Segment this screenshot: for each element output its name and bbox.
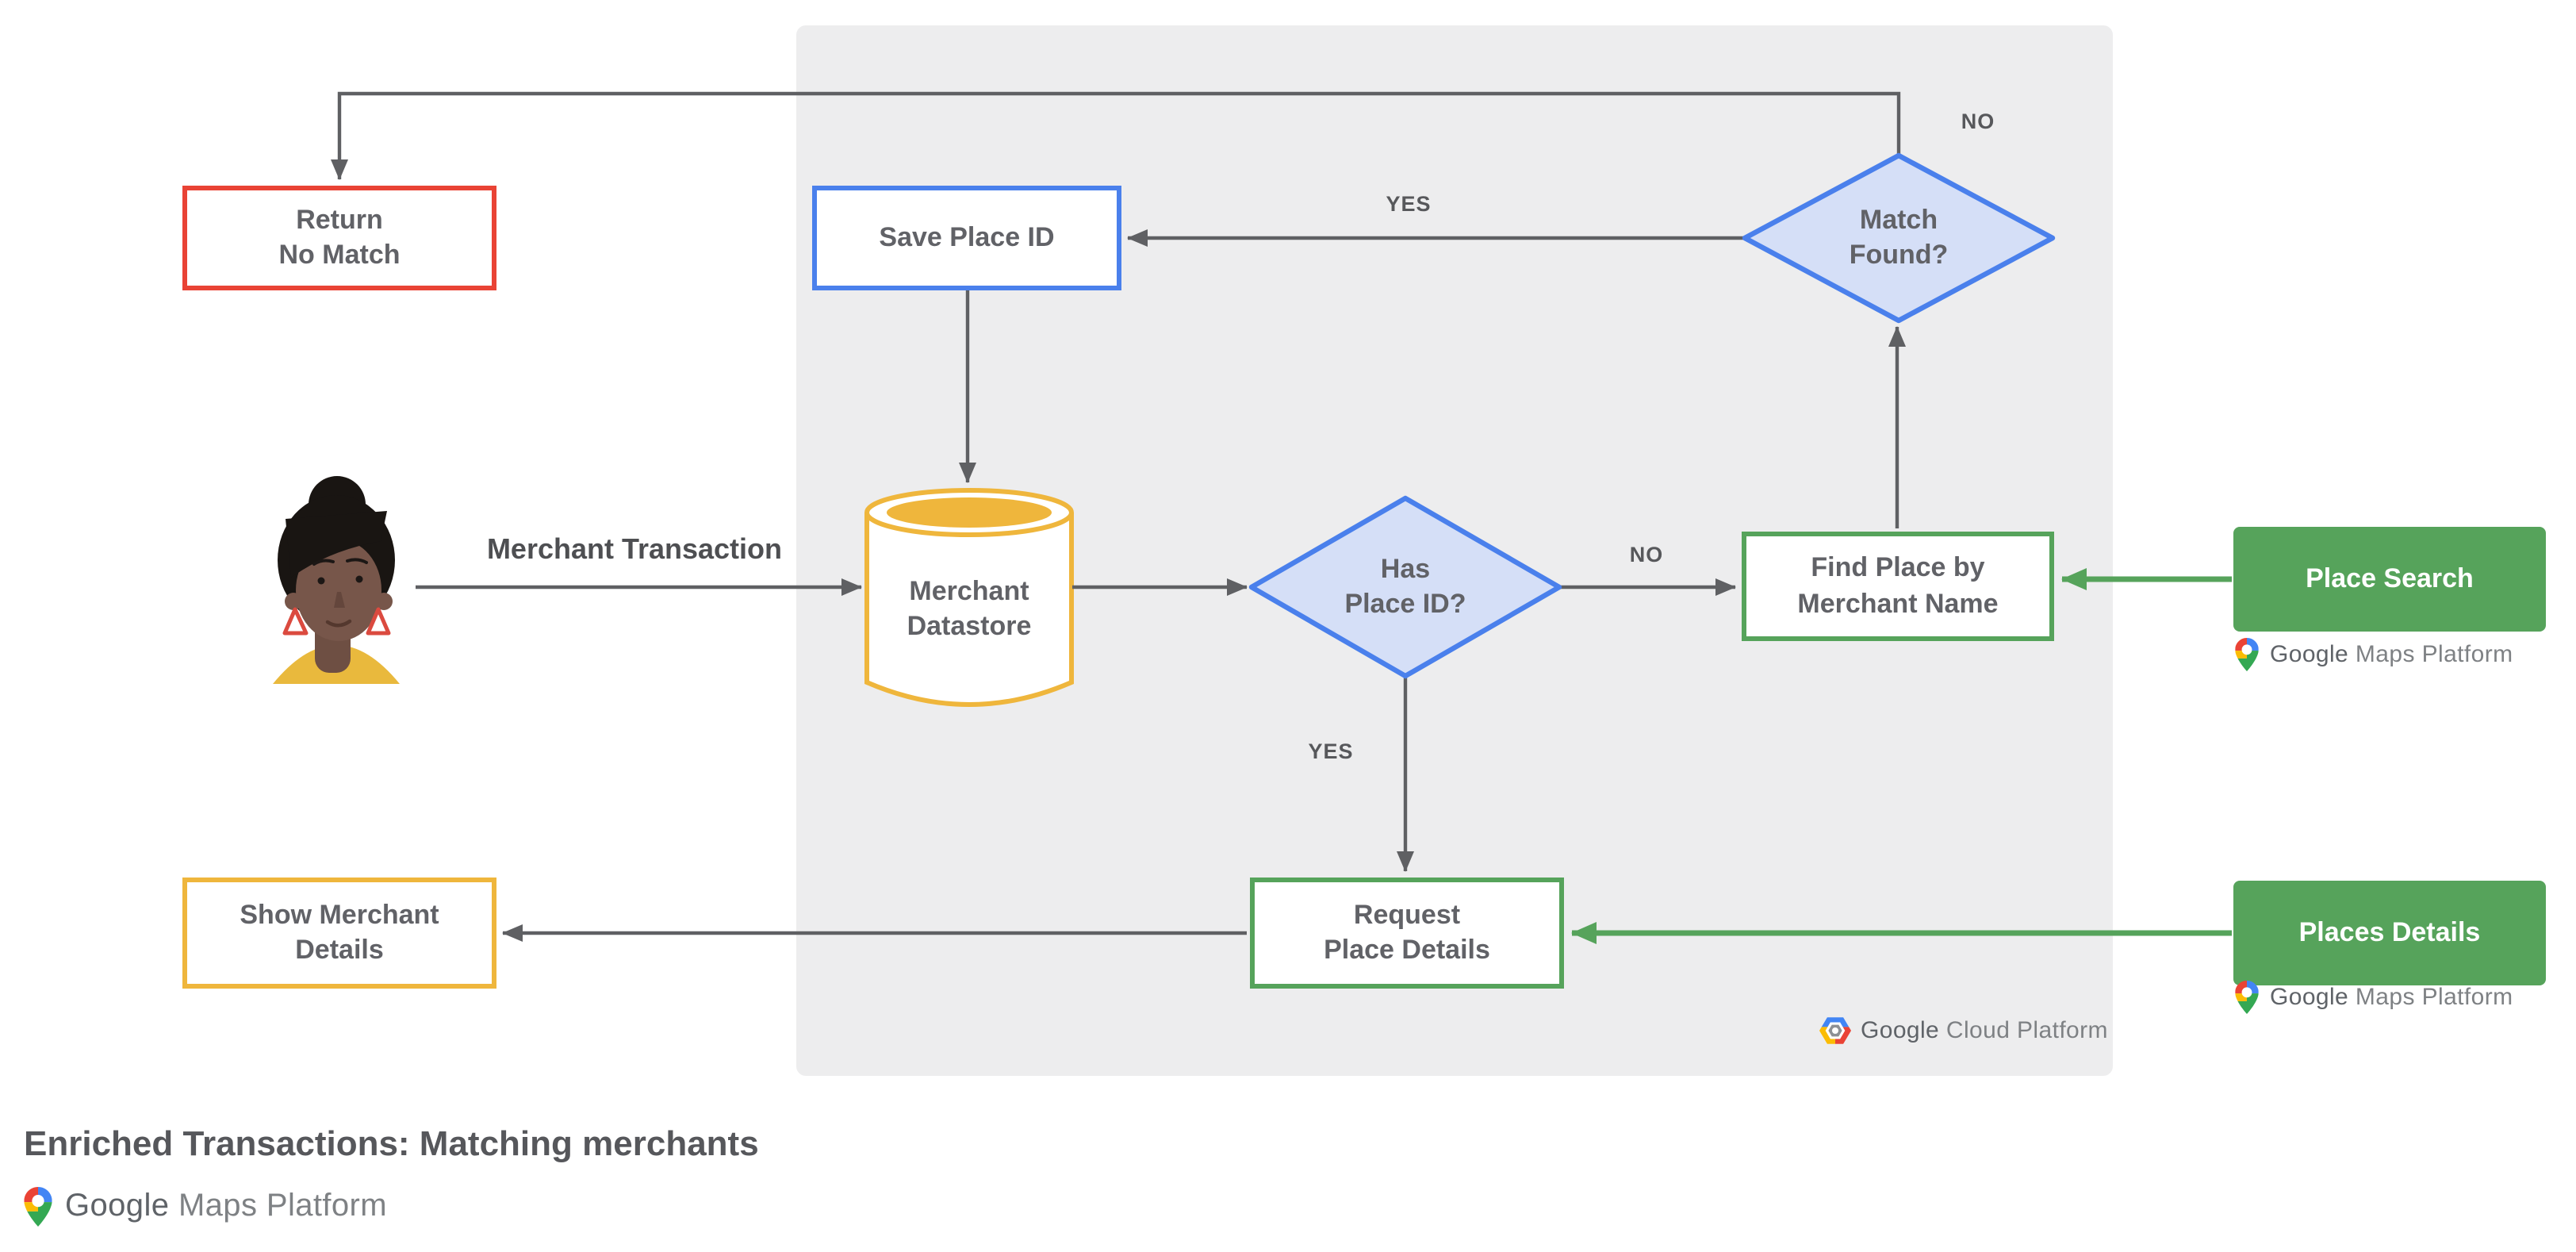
avatar-nose [334,592,345,608]
save-place-id-box: Save Place ID [812,186,1121,290]
gmp-logo-text: Google Maps Platform [65,1189,387,1223]
avatar-brow-right [346,558,368,564]
merchant-datastore-label-wrap: Merchant Datastore [842,568,1096,651]
google-cloud-hexagon-icon [1819,1017,1851,1044]
merchant-datastore-shape [864,488,1074,707]
avatar-eye-left [317,577,325,585]
google-maps-pin-icon [2235,638,2259,671]
user-avatar [273,476,400,684]
gcp-logo-text: Google Cloud Platform [1861,1017,2108,1044]
match-found-label-wrap: Match Found? [1772,187,2026,289]
has-place-id-diamond [1248,495,1562,679]
show-merchant-details-box: Show Merchant Details [182,878,496,989]
gcp-logo: Google Cloud Platform [1819,1017,2108,1044]
hasplaceid-yes-label: YES [1308,739,1354,763]
find-place-label: Find Place by Merchant Name [1797,552,1999,618]
gmp-logo-places-details: Google Maps Platform [2235,981,2513,1014]
gmp-logo-place-search: Google Maps Platform [2235,638,2513,671]
matchfound-yes-label: YES [1386,192,1432,216]
return-no-match-box: Return No Match [182,186,496,290]
google-maps-pin-icon [2235,981,2259,1014]
has-place-id-label: Has Place ID? [1344,553,1466,619]
return-no-match-label: Return No Match [278,204,401,270]
avatar-mouth [325,619,352,628]
place-search-api-box: Place Search [2233,527,2546,632]
gmp-logo-text: Google Maps Platform [2270,641,2513,668]
avatar-face [296,540,381,641]
avatar-earring-left [282,607,309,636]
request-place-details-box: Request Place Details [1250,878,1564,989]
hasplaceid-no-label: NO [1629,543,1664,566]
merchant-datastore-label: Merchant Datastore [907,575,1032,641]
find-place-box: Find Place by Merchant Name [1742,532,2054,641]
place-search-label: Place Search [2306,563,2474,593]
matchfound-no-label: NO [1961,109,1995,133]
match-found-diamond [1742,152,2056,324]
request-place-details-label: Request Place Details [1324,899,1490,965]
gmp-logo-text: Google Maps Platform [2270,984,2513,1011]
gmp-logo-footer: Google Maps Platform [24,1187,387,1227]
google-maps-pin-icon [24,1187,52,1227]
places-details-api-box: Places Details [2233,881,2546,985]
merchant-transaction-label: Merchant Transaction [486,533,783,565]
avatar-hair-fringe [286,511,387,578]
match-found-label: Match Found? [1849,204,1949,270]
save-place-id-label: Save Place ID [879,221,1055,252]
avatar-brow-left [312,559,335,566]
has-place-id-label-wrap: Has Place ID? [1278,536,1532,638]
avatar-eye-right [355,575,363,583]
show-merchant-details-label: Show Merchant Details [240,899,439,965]
edge-matchfound-no-to-return [331,91,1901,180]
diagram-title: Enriched Transactions: Matching merchant… [24,1123,759,1163]
avatar-earring-right [366,607,391,636]
places-details-label: Places Details [2298,916,2481,947]
